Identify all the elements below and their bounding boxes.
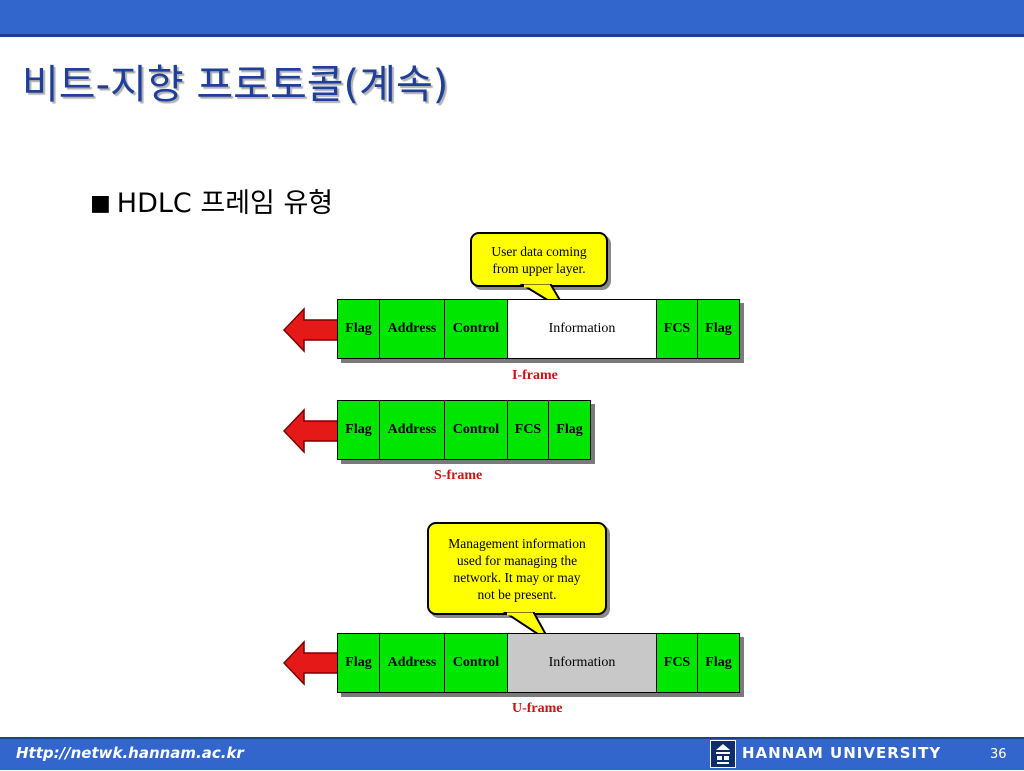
callout-line: network. It may or may — [453, 569, 581, 585]
s-frame-field-control: Control — [444, 400, 508, 460]
bullet-item: ■HDLC 프레임 유형 — [90, 181, 333, 220]
s-frame-field-address: Address — [379, 400, 445, 460]
u-frame-field-fcs: FCS — [656, 633, 698, 693]
page-number: 36 — [990, 747, 1007, 762]
top-bar — [0, 0, 1024, 37]
i-frame-caption: I-frame — [512, 368, 558, 383]
u-frame: Flag Address Control Information FCS Fla… — [337, 633, 740, 693]
u-frame-field-flag-end: Flag — [697, 633, 740, 693]
bullet-text: HDLC 프레임 유형 — [116, 188, 334, 219]
s-frame-field-flag: Flag — [337, 400, 380, 460]
u-frame-field-information: Information — [507, 633, 657, 693]
s-frame-field-fcs: FCS — [507, 400, 549, 460]
bullet-square-icon: ■ — [90, 191, 111, 216]
s-frame-field-flag-end: Flag — [548, 400, 591, 460]
s-frame: Flag Address Control FCS Flag — [337, 400, 591, 460]
callout-line: User data coming — [491, 243, 587, 259]
callout-line: not be present. — [477, 586, 557, 602]
callout-line: from upper layer. — [492, 260, 586, 276]
i-frame-field-flag-end: Flag — [697, 299, 740, 359]
callout-management: Management information used for managing… — [427, 522, 607, 615]
u-frame-caption: U-frame — [512, 701, 563, 716]
i-frame-field-fcs: FCS — [656, 299, 698, 359]
hannam-logo-icon — [716, 744, 730, 764]
i-frame: Flag Address Control Information FCS Fla… — [337, 299, 740, 359]
i-frame-field-flag: Flag — [337, 299, 380, 359]
callout-user-data: User data coming from upper layer. — [470, 232, 608, 287]
u-frame-field-flag: Flag — [337, 633, 380, 693]
footer-university: HANNAM UNIVERSITY — [742, 744, 942, 762]
i-frame-field-address: Address — [379, 299, 445, 359]
i-frame-field-information: Information — [507, 299, 657, 359]
i-frame-field-control: Control — [444, 299, 508, 359]
arrow-left-icon — [282, 640, 339, 686]
callout-line: Management information — [448, 535, 586, 551]
arrow-left-icon — [282, 307, 339, 353]
u-frame-field-control: Control — [444, 633, 508, 693]
footer-url: Http://netwk.hannam.ac.kr — [16, 744, 244, 762]
arrow-left-icon — [282, 408, 339, 454]
footer-bar: Http://netwk.hannam.ac.kr HANNAM UNIVERS… — [0, 737, 1024, 770]
s-frame-caption: S-frame — [434, 468, 483, 483]
hannam-logo-icon — [710, 740, 736, 768]
u-frame-field-address: Address — [379, 633, 445, 693]
callout-line: used for managing the — [456, 552, 578, 568]
slide-title: 비트-지향 프로토콜(계속) — [22, 62, 449, 108]
